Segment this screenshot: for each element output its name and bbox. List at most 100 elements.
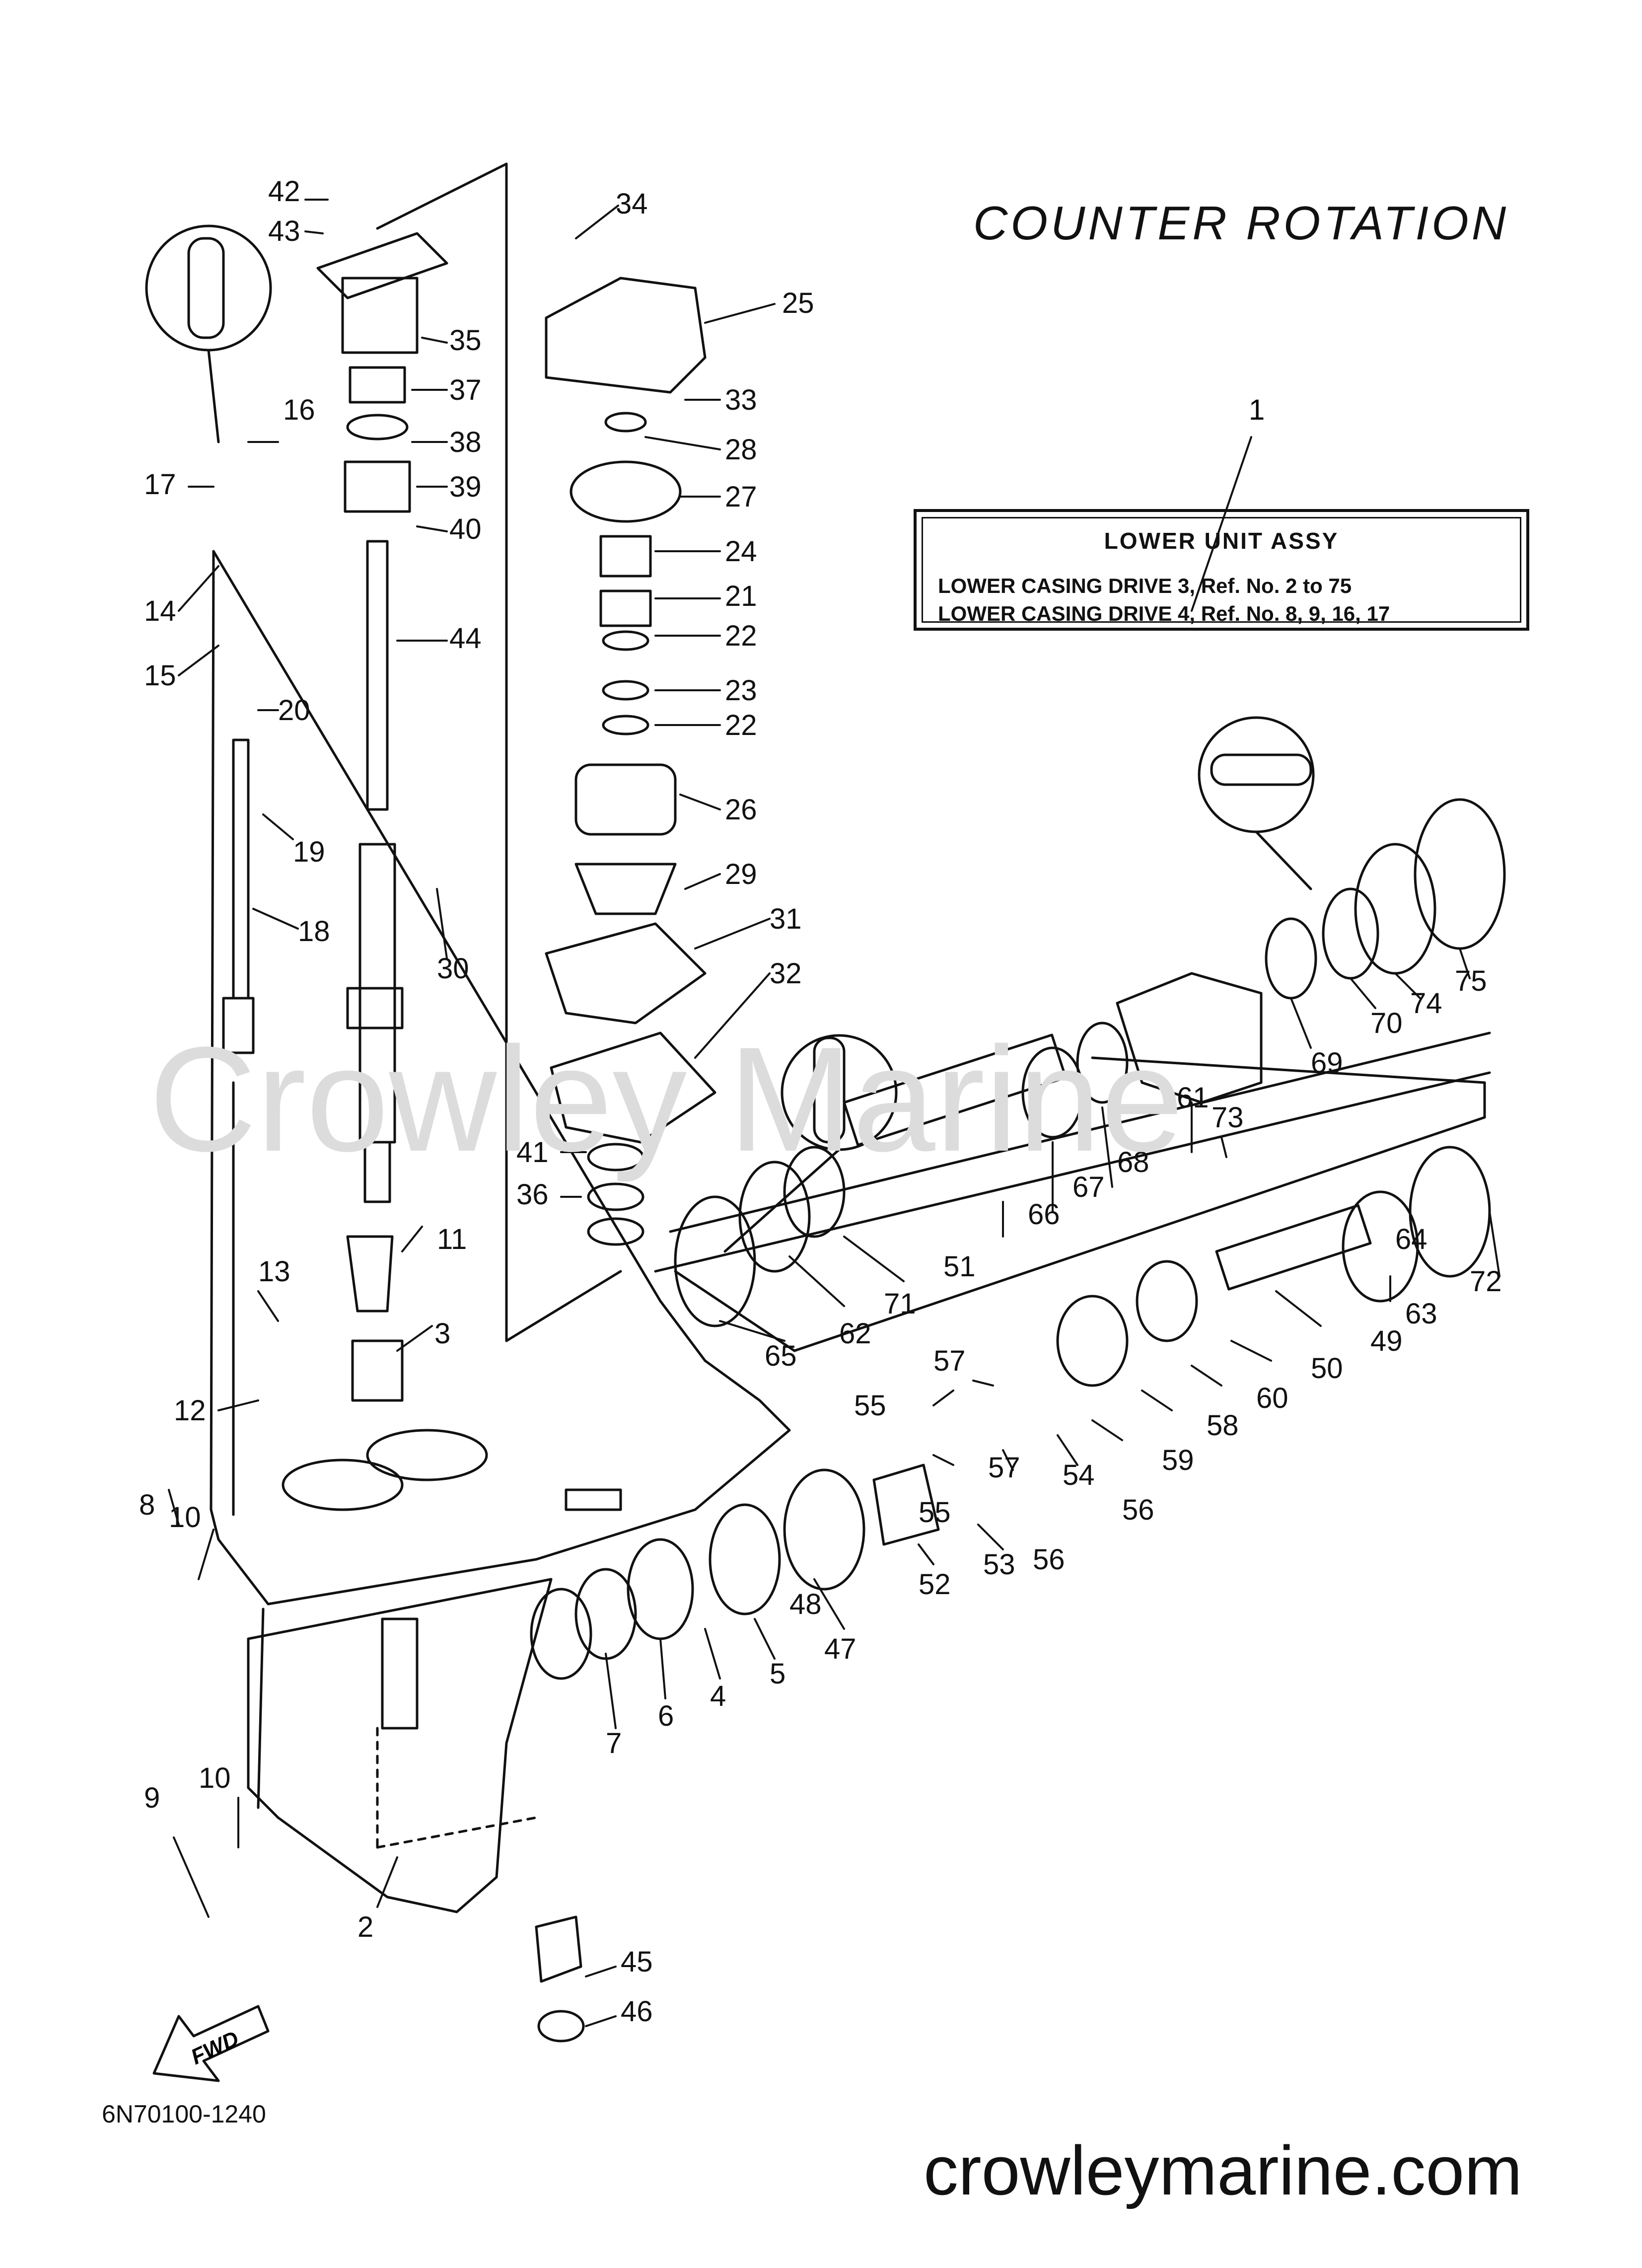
callout: 71 <box>884 1288 916 1320</box>
callout: 47 <box>824 1633 857 1665</box>
callout: 63 <box>1405 1298 1437 1330</box>
callout: 14 <box>144 595 176 627</box>
callout: 68 <box>1117 1146 1149 1178</box>
callout: 8 <box>139 1489 155 1521</box>
callout: 39 <box>449 471 482 503</box>
callout: 53 <box>983 1548 1015 1581</box>
shift-rod <box>222 738 255 1516</box>
fwd-label: FWD <box>187 2026 243 2069</box>
callout: 35 <box>449 324 482 357</box>
callout: 74 <box>1410 987 1442 1020</box>
callout: 51 <box>943 1250 976 1283</box>
website-footer[interactable]: crowleymarine.com <box>924 2131 1522 2209</box>
callout: 18 <box>298 915 330 948</box>
callout: 59 <box>1162 1444 1194 1476</box>
callout: 52 <box>919 1568 951 1601</box>
callout: 43 <box>268 215 300 247</box>
callout: 17 <box>144 468 176 501</box>
callout: 12 <box>174 1394 206 1427</box>
callout: 22 <box>725 620 757 652</box>
callout: 19 <box>293 836 325 868</box>
callout: 13 <box>258 1255 290 1288</box>
callout: 24 <box>725 535 757 568</box>
callout-labels: 42 43 34 25 35 37 33 16 38 28 17 39 27 4… <box>139 175 1502 2028</box>
callout: 61 <box>1177 1082 1209 1114</box>
callout: 10 <box>199 1762 231 1794</box>
callout: 75 <box>1455 965 1487 997</box>
callout: 41 <box>516 1136 549 1169</box>
callout: 28 <box>725 434 757 466</box>
callout: 33 <box>725 384 757 416</box>
callout: 57 <box>933 1345 966 1377</box>
callout: 62 <box>839 1317 871 1350</box>
leader-lines <box>168 199 1500 2027</box>
callout: 37 <box>449 374 482 406</box>
callout: 38 <box>449 426 482 458</box>
callout: 6 <box>658 1700 674 1732</box>
callout: 27 <box>725 481 757 513</box>
callout: 73 <box>1212 1101 1244 1134</box>
callout: 32 <box>770 957 802 990</box>
outline-link <box>505 1270 622 1342</box>
top-housing <box>316 232 448 513</box>
drawing-code: 6N70100-1240 <box>102 2100 266 2128</box>
callout: 30 <box>437 952 469 985</box>
callout: 34 <box>616 188 648 220</box>
callout: 69 <box>1311 1047 1343 1079</box>
callout: 26 <box>725 794 757 826</box>
callout: 20 <box>278 694 310 727</box>
callout: 25 <box>782 287 814 319</box>
callout: 7 <box>606 1727 622 1759</box>
callout: 3 <box>434 1317 450 1350</box>
shaft-outline-top <box>376 162 508 230</box>
callout: 60 <box>1256 1382 1288 1414</box>
callout: 48 <box>789 1588 822 1620</box>
callout: 70 <box>1370 1007 1403 1039</box>
callout: 42 <box>268 175 300 208</box>
fwd-arrow-icon <box>152 2005 270 2082</box>
callout: 16 <box>283 394 315 426</box>
callout: 67 <box>1072 1171 1105 1203</box>
callout: 4 <box>710 1680 726 1712</box>
callout: 2 <box>357 1911 373 1943</box>
callout: 65 <box>765 1340 797 1372</box>
callout: 5 <box>770 1658 785 1690</box>
callout: 56 <box>1122 1494 1154 1526</box>
callout: 11 <box>437 1223 467 1255</box>
callout: 36 <box>516 1178 549 1211</box>
callout: 55 <box>854 1390 886 1422</box>
callout: 45 <box>621 1946 653 1978</box>
callout: 64 <box>1395 1223 1428 1255</box>
diagram-title: COUNTER ROTATION <box>973 197 1509 250</box>
assembly-box-inner: LOWER UNIT ASSY LOWER CASING DRIVE 3, Re… <box>922 517 1521 625</box>
callout: 23 <box>725 674 757 707</box>
detail-circles <box>145 224 1315 1253</box>
assembly-line-1: LOWER CASING DRIVE 3, Ref. No. 2 to 75 <box>938 574 1352 597</box>
callout: 46 <box>621 1995 653 2028</box>
callout: 58 <box>1207 1409 1239 1442</box>
callout: 40 <box>449 513 482 545</box>
callout: 66 <box>1028 1198 1060 1231</box>
pinion-gear <box>535 1915 585 2043</box>
callout: 29 <box>725 858 757 890</box>
callout: 22 <box>725 709 757 741</box>
lower-casing <box>210 550 791 1913</box>
callout: 21 <box>725 580 757 612</box>
callout: 9 <box>144 1782 160 1814</box>
callout: 44 <box>449 622 482 655</box>
callout: 57 <box>988 1452 1020 1484</box>
water-pump <box>545 277 716 1246</box>
callout: 15 <box>144 659 176 692</box>
callout: 49 <box>1370 1325 1403 1357</box>
callout: 56 <box>1033 1543 1065 1576</box>
callout: 10 <box>169 1501 201 1534</box>
watermark: Crowley Marine <box>149 1016 1184 1182</box>
callout: 54 <box>1063 1459 1095 1491</box>
callout: 72 <box>1470 1265 1502 1298</box>
callout: 31 <box>770 903 802 935</box>
assembly-line-2: LOWER CASING DRIVE 4, Ref. No. 8, 9, 16,… <box>938 602 1390 625</box>
callout: 55 <box>919 1496 951 1529</box>
assembly-heading: LOWER UNIT ASSY <box>1104 528 1339 554</box>
drive-shaft <box>346 540 404 1402</box>
